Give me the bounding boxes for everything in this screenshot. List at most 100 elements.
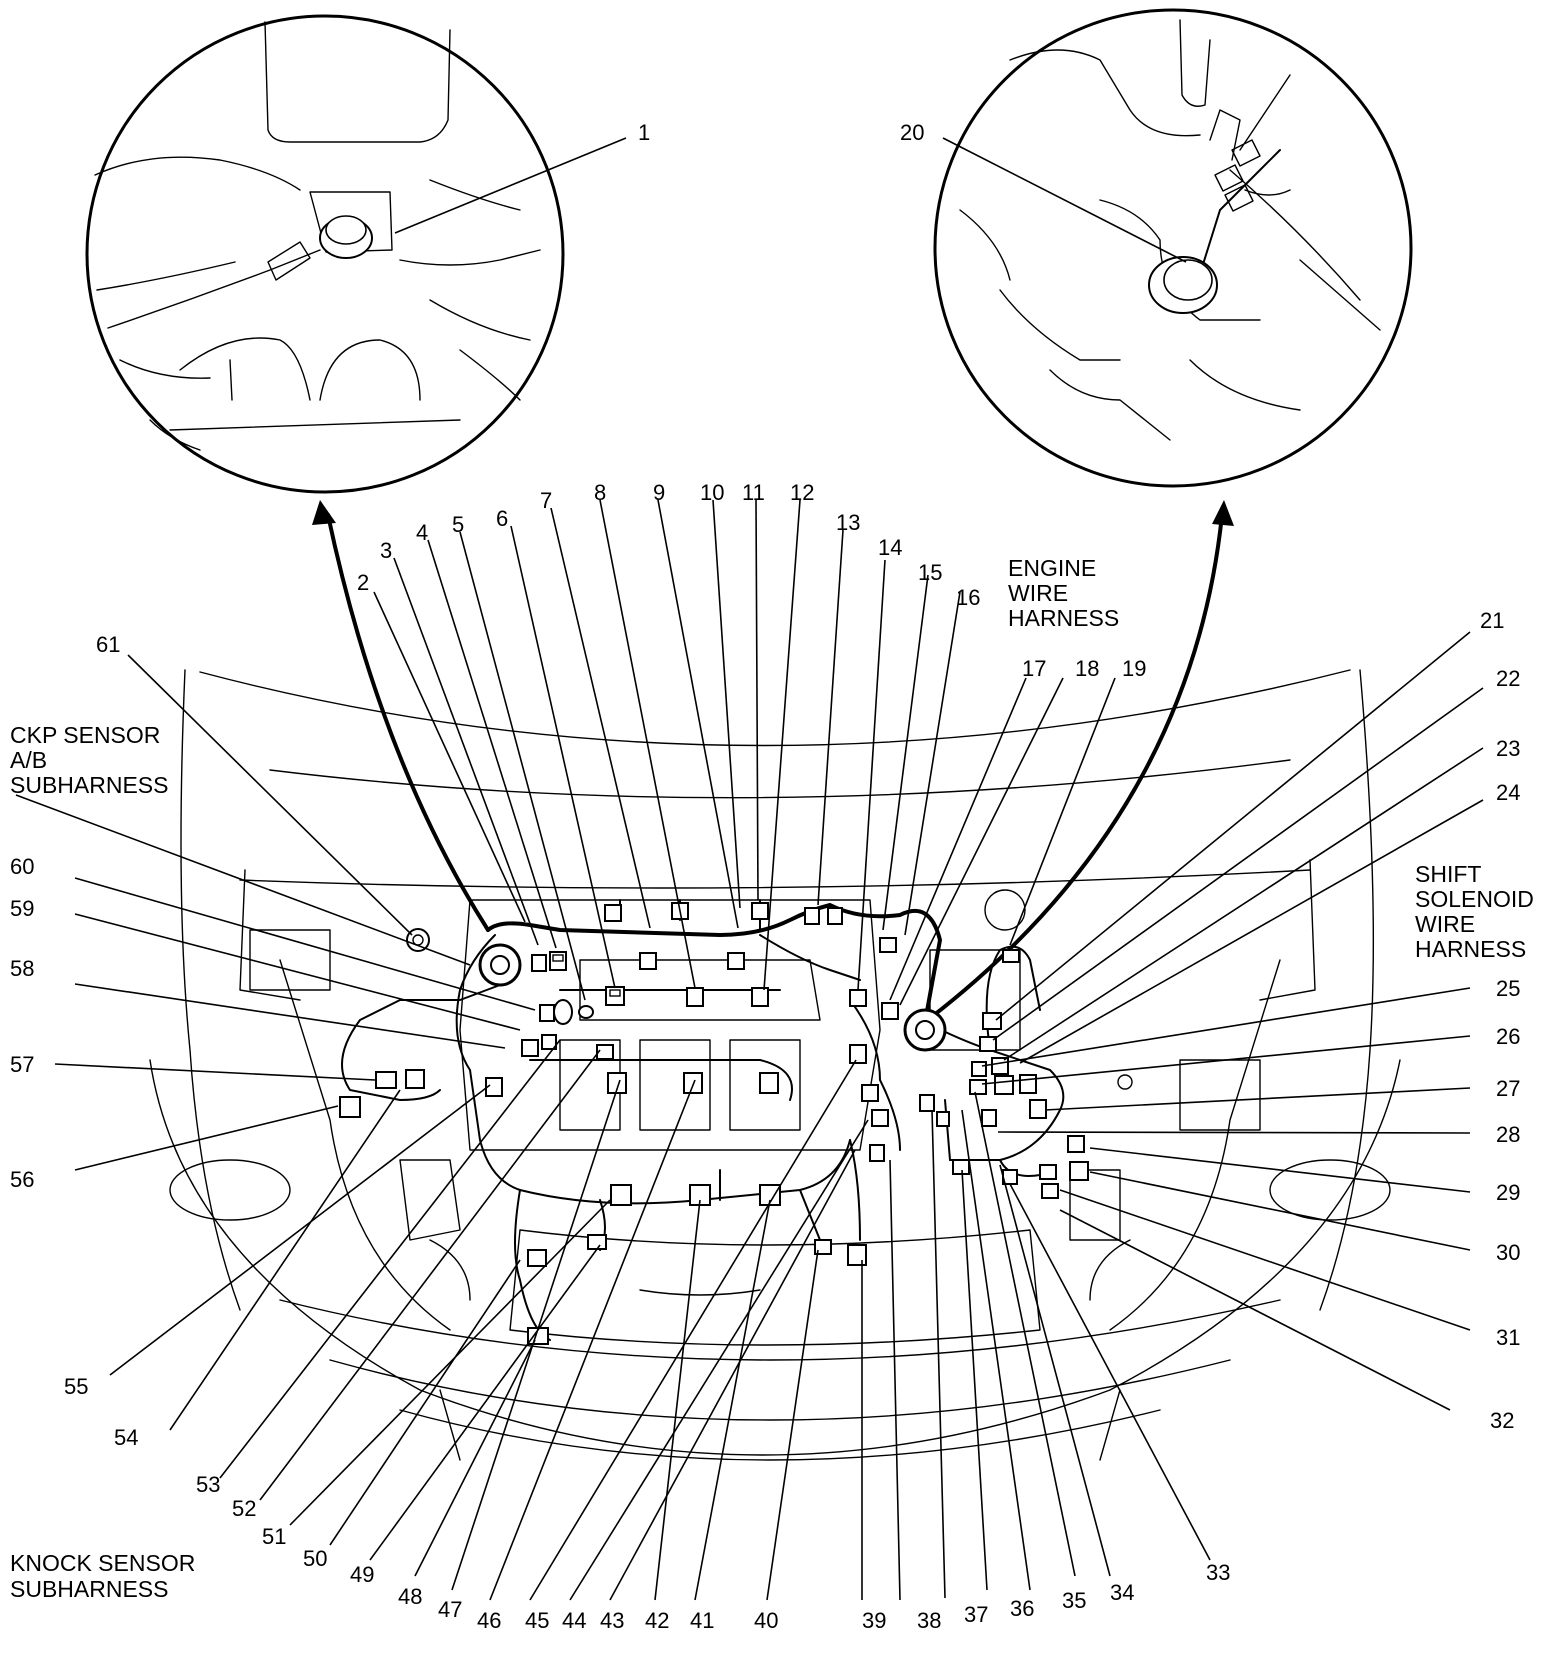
harness-routes bbox=[341, 899, 1065, 1341]
connector bbox=[849, 989, 867, 1007]
callout-25: 25 bbox=[1496, 976, 1520, 1001]
callout-2: 2 bbox=[357, 570, 369, 595]
connector bbox=[1029, 1099, 1047, 1119]
callout-31: 31 bbox=[1496, 1325, 1520, 1350]
connector bbox=[814, 1239, 832, 1255]
connector bbox=[1019, 1074, 1037, 1094]
connector bbox=[541, 1034, 557, 1050]
engine-label-line1: ENGINE bbox=[1008, 555, 1096, 581]
connector bbox=[375, 1071, 397, 1089]
callout-36: 36 bbox=[1010, 1596, 1034, 1621]
callout-33: 33 bbox=[1206, 1560, 1230, 1585]
callout-40: 40 bbox=[754, 1608, 778, 1633]
connector bbox=[981, 1109, 997, 1127]
connector bbox=[751, 902, 769, 920]
callout-5: 5 bbox=[452, 512, 464, 537]
connector bbox=[1069, 1161, 1089, 1181]
knock-label-line1: KNOCK SENSOR bbox=[10, 1550, 195, 1576]
callout-59: 59 bbox=[10, 896, 34, 921]
callout-61: 61 bbox=[96, 632, 120, 657]
ground-bolts bbox=[406, 928, 947, 1052]
connector bbox=[686, 987, 704, 1007]
callout-45: 45 bbox=[525, 1608, 549, 1633]
callout-6: 6 bbox=[496, 506, 508, 531]
connector bbox=[531, 954, 547, 972]
detail-circle-left bbox=[85, 14, 565, 494]
connector bbox=[610, 1184, 632, 1206]
connector bbox=[971, 1061, 987, 1077]
connector bbox=[759, 1184, 781, 1206]
connector bbox=[549, 951, 567, 971]
connector bbox=[751, 987, 769, 1007]
callout-55: 55 bbox=[64, 1374, 88, 1399]
connector bbox=[485, 1077, 503, 1097]
callout-24: 24 bbox=[1496, 780, 1520, 805]
connector bbox=[539, 1004, 555, 1022]
shift-label-line4: HARNESS bbox=[1415, 936, 1526, 962]
connector bbox=[804, 907, 820, 925]
connector bbox=[527, 1249, 547, 1267]
connector bbox=[982, 1012, 1002, 1030]
detail-circle-right bbox=[933, 8, 1413, 488]
connector bbox=[759, 1072, 779, 1094]
callout-14: 14 bbox=[878, 535, 902, 560]
callout-56: 56 bbox=[10, 1167, 34, 1192]
callout-30: 30 bbox=[1496, 1240, 1520, 1265]
connector bbox=[1039, 1164, 1057, 1180]
connector bbox=[607, 1072, 627, 1094]
connector bbox=[994, 1075, 1014, 1095]
harness-labels: CKP SENSOR A/B SUBHARNESS ENGINE WIRE HA… bbox=[10, 555, 1534, 1602]
shift-label-line3: WIRE bbox=[1415, 911, 1475, 937]
callout-38: 38 bbox=[917, 1608, 941, 1633]
connector bbox=[871, 1109, 889, 1127]
connector bbox=[587, 1234, 607, 1250]
connector bbox=[639, 952, 657, 970]
callout-12: 12 bbox=[790, 480, 814, 505]
callout-57: 57 bbox=[10, 1052, 34, 1077]
callout-15: 15 bbox=[918, 560, 942, 585]
callout-44: 44 bbox=[562, 1608, 586, 1633]
callout-32: 32 bbox=[1490, 1408, 1514, 1433]
callout-49: 49 bbox=[350, 1562, 374, 1587]
connector bbox=[849, 1044, 867, 1064]
ckp-label-line3: SUBHARNESS bbox=[10, 772, 168, 798]
callout-43: 43 bbox=[600, 1608, 624, 1633]
callout-54: 54 bbox=[114, 1425, 138, 1450]
callout-21: 21 bbox=[1480, 608, 1504, 633]
connector bbox=[919, 1094, 935, 1112]
callout-50: 50 bbox=[303, 1546, 327, 1571]
callout-8: 8 bbox=[594, 480, 606, 505]
connector bbox=[936, 1111, 950, 1127]
callout-7: 7 bbox=[540, 488, 552, 513]
callout-19: 19 bbox=[1122, 656, 1146, 681]
callout-18: 18 bbox=[1075, 656, 1099, 681]
callout-29: 29 bbox=[1496, 1180, 1520, 1205]
callout-numbers: 1 20 2 3 4 5 6 7 8 9 10 11 12 13 14 15 1… bbox=[10, 120, 1520, 1633]
connector bbox=[952, 1159, 970, 1175]
callout-9: 9 bbox=[653, 480, 665, 505]
connector bbox=[405, 1069, 425, 1089]
callout-39: 39 bbox=[862, 1608, 886, 1633]
connector bbox=[521, 1039, 539, 1057]
connector bbox=[604, 904, 622, 922]
shift-label-line1: SHIFT bbox=[1415, 861, 1481, 887]
callout-35: 35 bbox=[1062, 1588, 1086, 1613]
connector bbox=[847, 1244, 867, 1266]
connector bbox=[605, 986, 625, 1006]
connector bbox=[727, 952, 745, 970]
callout-46: 46 bbox=[477, 1608, 501, 1633]
callout-34: 34 bbox=[1110, 1580, 1134, 1605]
callout-52: 52 bbox=[232, 1496, 256, 1521]
callout-17: 17 bbox=[1022, 656, 1046, 681]
callout-23: 23 bbox=[1496, 736, 1520, 761]
callout-53: 53 bbox=[196, 1472, 220, 1497]
callout-41: 41 bbox=[690, 1608, 714, 1633]
callout-10: 10 bbox=[700, 480, 724, 505]
callout-42: 42 bbox=[645, 1608, 669, 1633]
callout-37: 37 bbox=[964, 1602, 988, 1627]
leader-lines bbox=[15, 137, 1484, 1601]
connector bbox=[879, 937, 897, 953]
callout-60: 60 bbox=[10, 854, 34, 879]
connector bbox=[827, 907, 843, 925]
